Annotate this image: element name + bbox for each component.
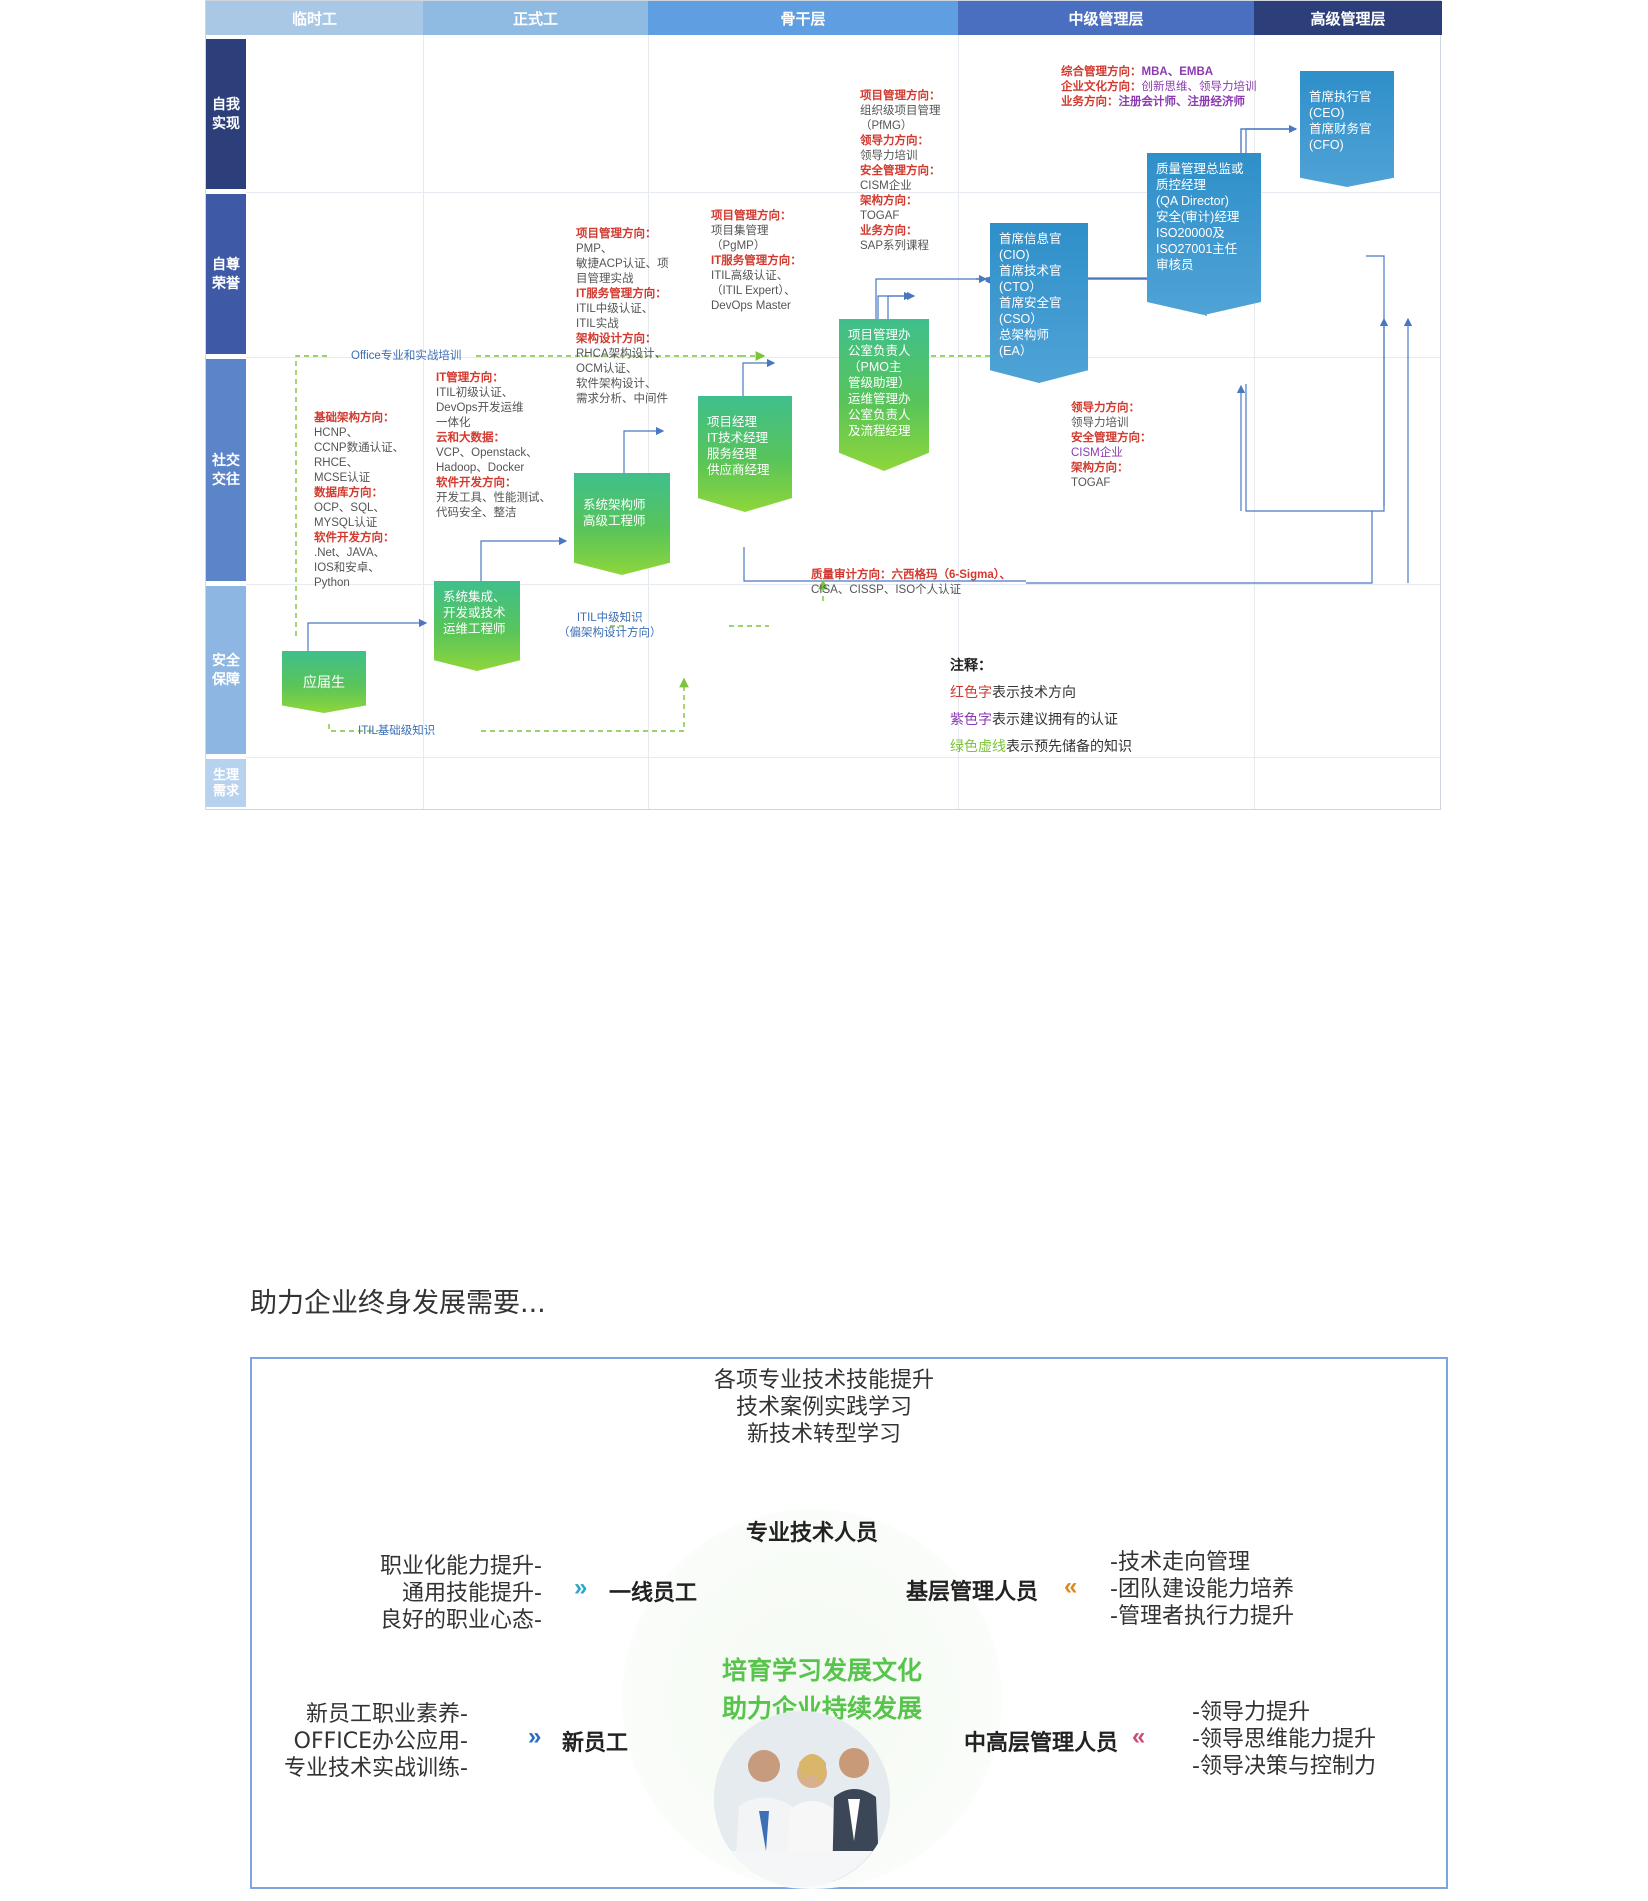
column-header-middle-mgmt: 中级管理层 [958, 1, 1254, 35]
left-upper-text: 职业化能力提升- 通用技能提升- 良好的职业心态- [380, 1554, 542, 1633]
row-header-self-actualization: 自我 实现 [206, 39, 246, 189]
role-mid-senior-manager: 中高层管理人员 [964, 1731, 1119, 1756]
node-pmo-head: 项目管理办 公室负责人 （PMO主 管级助理） 运维管理办 公室负责人 及流程经… [839, 319, 929, 471]
top-skills-text: 各项专业技术技能提升 技术案例实践学习 新技术转型学习 [713, 1368, 934, 1447]
column-header-regular: 正式工 [423, 1, 648, 35]
note-quality-audit: 质量审计方向：六西格玛（6-Sigma）、 CISA、CISSP、ISO个人认证 [811, 569, 1011, 596]
connector-lines [295, 124, 1413, 732]
note-mba-certs: 综合管理方向：MBA、EMBA 企业文化方向：创新思维、领导力培训 业务方向：注… [1061, 66, 1257, 108]
column-header-backbone: 骨干层 [648, 1, 958, 35]
column-header-senior-mgmt: 高级管理层 [1254, 1, 1442, 35]
growth-box: 各项专业技术技能提升 技术案例实践学习 新技术转型学习 专业技术人员 职业化能力… [250, 1357, 1448, 1889]
legend-title: 注释： [950, 657, 992, 673]
right-lower-text: -领导力提升 -领导思维能力提升 -领导决策与控制力 [1192, 1700, 1376, 1779]
column-header-temporary: 临时工 [206, 1, 423, 35]
note-pfmg-certs: 项目管理方向： 组织级项目管理 （PfMG） 领导力方向： 领导力培训 安全管理… [860, 90, 941, 252]
node-cxo: 首席信息官 (CIO) 首席技术官 (CTO） 首席安全官 (CSO） 总架构师… [990, 223, 1088, 383]
team-photo [714, 1711, 890, 1887]
node-ceo-cfo: 首席执行官 (CEO) 首席财务官 (CFO) [1300, 71, 1394, 187]
role-base-manager: 基层管理人员 [906, 1580, 1039, 1605]
node-architect: 系统架构师 高级工程师 [574, 473, 670, 575]
node-engineer: 系统集成、 开发或技术 运维工程师 [434, 581, 520, 671]
note-leadership-certs: 领导力方向： 领导力培训 安全管理方向： CISM企业 架构方向： TOGAF [1071, 402, 1152, 489]
chevron-right-icon: » [528, 1723, 542, 1750]
row-header-physiological: 生理 需求 [206, 759, 246, 807]
chevron-left-icon: « [1132, 1723, 1146, 1750]
row-header-social: 社交 交往 [206, 359, 246, 581]
node-project-manager: 项目经理 IT技术经理 服务经理 供应商经理 [698, 396, 792, 512]
chevron-left-icon: « [1064, 1573, 1078, 1600]
note-itil-basic: ITIL基础级知识 [358, 725, 436, 737]
note-infra-certs: 基础架构方向： HCNP、 CCNP数通认证、 RHCE、 MCSE认证 数据库… [314, 412, 405, 589]
slogan-line-1: 培育学习发展文化 [722, 1656, 923, 1685]
left-lower-text: 新员工职业素养- OFFICE办公应用- 专业技术实战训练- [284, 1702, 468, 1781]
chevron-right-icon: » [574, 1574, 588, 1601]
legend-red: 红色字表示技术方向 [950, 684, 1076, 700]
legend: 注释： 红色字表示技术方向 紫色字表示建议拥有的认证 绿色虚线表示预先储备的知识 [950, 652, 1132, 760]
role-tech-staff: 专业技术人员 [746, 1521, 879, 1546]
note-pmp-certs: 项目管理方向： PMP、 敏捷ACP认证、项 目管理实战 IT服务管理方向： I… [576, 228, 669, 405]
row-header-esteem: 自尊 荣誉 [206, 194, 246, 354]
node-qa-director: 质量管理总监或 质控经理 (QA Director) 安全(审计)经理 ISO2… [1147, 153, 1261, 315]
legend-purple: 紫色字表示建议拥有的认证 [950, 711, 1118, 727]
note-itil-mid: ITIL中级知识 （偏架构设计方向） [558, 612, 662, 639]
role-new-staff: 新员工 [562, 1731, 629, 1756]
note-office-training: Office专业和实战培训 [351, 350, 462, 362]
legend-green: 绿色虚线表示预先储备的知识 [950, 738, 1132, 754]
role-frontline: 一线员工 [609, 1581, 698, 1606]
node-graduate: 应届生 [282, 651, 366, 713]
right-upper-text: -技术走向管理 -团队建设能力培养 -管理者执行力提升 [1110, 1550, 1294, 1629]
row-header-safety: 安全 保障 [206, 586, 246, 754]
section-title: 助力企业终身发展需要... [250, 1288, 546, 1319]
note-pgmp-certs: 项目管理方向： 项目集管理 （PgMP） IT服务管理方向： ITIL高级认证、… [711, 210, 802, 312]
career-path-diagram: 临时工 正式工 骨干层 中级管理层 高级管理层 自我 实现 自尊 荣誉 社交 交… [205, 0, 1442, 810]
note-it-mgmt-certs: IT管理方向： ITIL初级认证、 DevOps开发运维 一体化 云和大数据： … [436, 372, 551, 519]
